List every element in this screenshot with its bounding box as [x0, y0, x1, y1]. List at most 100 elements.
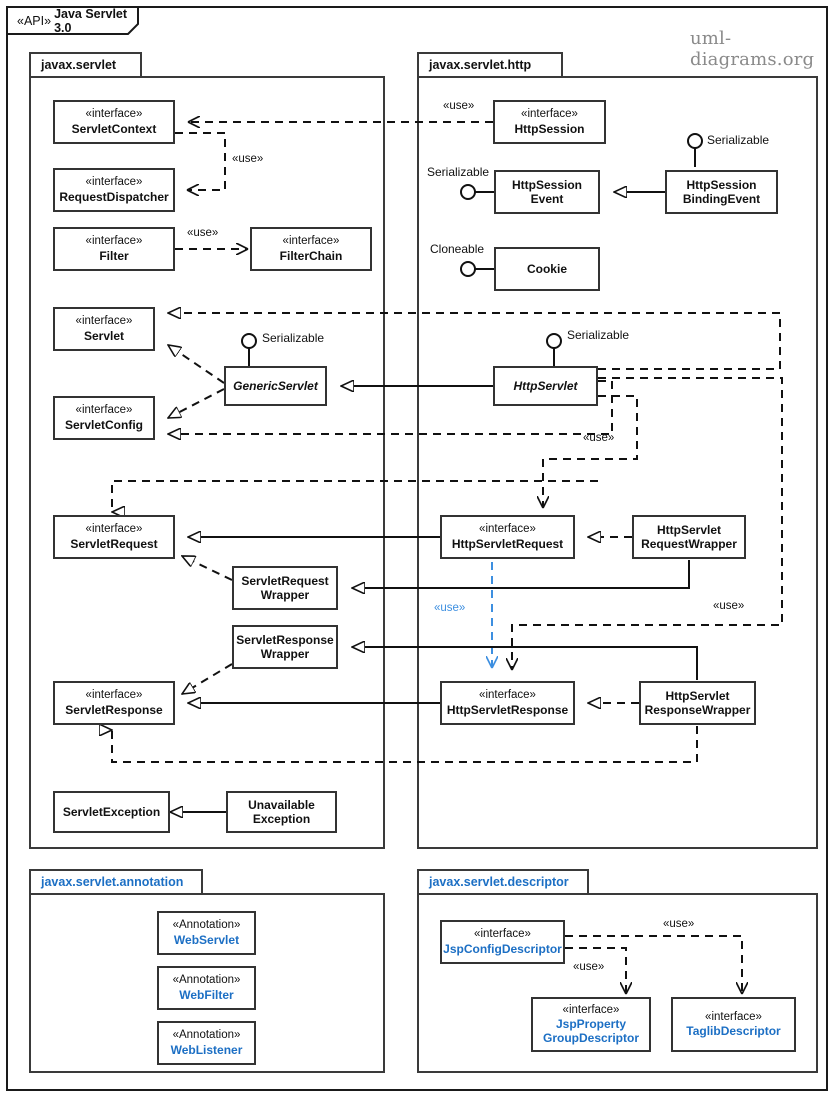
class-name: HttpServletRequest — [451, 536, 564, 551]
class-stereotype: «Annotation» — [172, 919, 241, 932]
package-tab-javax-servlet-http: javax.servlet.http — [417, 52, 563, 78]
label-serializable-http-session-event: Serializable — [427, 165, 490, 179]
class-servlet-context[interactable]: «interface» ServletContext — [53, 100, 175, 144]
package-label-javax-servlet-http: javax.servlet.http — [429, 58, 532, 72]
class-name-line2: GroupDescriptor — [542, 1031, 639, 1046]
class-http-servlet[interactable]: HttpServlet — [493, 366, 598, 406]
label-serializable-http-servlet: Serializable — [567, 328, 630, 342]
label-use-filter-filterchain: «use» — [187, 227, 219, 239]
class-name-line1: HttpServlet — [656, 522, 721, 537]
class-name: ServletConfig — [64, 417, 143, 432]
class-name: WebServlet — [173, 932, 240, 947]
api-frame-tab: «API» Java Servlet 3.0 — [6, 6, 138, 35]
class-name-line2: RequestWrapper — [641, 537, 737, 551]
class-name-line1: HttpSession — [511, 177, 582, 192]
class-stereotype: «interface» — [705, 1010, 762, 1023]
label-use-http-servlet-http-servlet-response: «use» — [713, 600, 745, 612]
class-name: Filter — [99, 248, 129, 263]
api-frame-stereotype: «API» — [17, 14, 52, 28]
class-stereotype: «interface» — [85, 235, 143, 248]
class-name-line1: Unavailable — [248, 797, 315, 812]
class-name-line1: HttpServlet — [665, 688, 730, 703]
class-name: FilterChain — [279, 248, 343, 263]
class-name: HttpSession — [514, 121, 585, 136]
label-serializable-generic-servlet: Serializable — [262, 331, 325, 345]
class-stereotype: «interface» — [85, 176, 143, 189]
class-http-servlet-response[interactable]: «interface» HttpServletResponse — [440, 681, 575, 725]
class-name: Cookie — [526, 261, 567, 276]
class-servlet-config[interactable]: «interface» ServletConfig — [53, 396, 155, 440]
package-tab-javax-servlet-annotation: javax.servlet.annotation — [29, 869, 203, 895]
class-name-line1: JspProperty — [555, 1017, 627, 1032]
class-jsp-config-descriptor[interactable]: «interface» JspConfigDescriptor — [440, 920, 565, 964]
class-web-filter[interactable]: «Annotation» WebFilter — [157, 966, 256, 1010]
class-stereotype: «interface» — [479, 523, 536, 536]
class-stereotype: «Annotation» — [172, 974, 241, 987]
package-body-javax-servlet-annotation — [29, 893, 385, 1073]
package-tab-javax-servlet-descriptor: javax.servlet.descriptor — [417, 869, 589, 895]
class-servlet-response-wrapper[interactable]: ServletResponse Wrapper — [232, 625, 338, 669]
class-unavailable-exception[interactable]: Unavailable Exception — [226, 791, 337, 833]
label-use-http-servlet-request-http-servlet-response: «use» — [434, 602, 466, 614]
package-body-javax-servlet — [29, 76, 385, 849]
label-cloneable-cookie: Cloneable — [430, 242, 485, 256]
class-http-servlet-request[interactable]: «interface» HttpServletRequest — [440, 515, 575, 559]
class-stereotype: «interface» — [479, 689, 536, 702]
class-stereotype: «interface» — [85, 689, 143, 702]
class-filter[interactable]: «interface» Filter — [53, 227, 175, 271]
class-servlet-exception[interactable]: ServletException — [53, 791, 170, 833]
class-name-line2: Exception — [252, 812, 311, 826]
api-frame-body — [6, 6, 828, 1091]
class-http-servlet-response-wrapper[interactable]: HttpServlet ResponseWrapper — [639, 681, 756, 725]
class-name: WebFilter — [179, 987, 234, 1002]
class-http-session[interactable]: «interface» HttpSession — [493, 100, 606, 144]
class-http-session-binding-event[interactable]: HttpSession BindingEvent — [665, 170, 778, 214]
api-frame-name: Java Servlet 3.0 — [54, 7, 128, 35]
class-filter-chain[interactable]: «interface» FilterChain — [250, 227, 372, 271]
class-stereotype: «interface» — [562, 1003, 620, 1016]
class-name: HttpServlet — [513, 378, 578, 393]
class-http-session-event[interactable]: HttpSession Event — [494, 170, 600, 214]
label-use-http-servlet-http-servlet-request: «use» — [583, 432, 615, 444]
class-name-line1: ServletRequest — [241, 573, 329, 588]
class-name-line2: Wrapper — [260, 647, 310, 661]
class-generic-servlet[interactable]: GenericServlet — [224, 366, 327, 406]
class-name-line1: HttpSession — [686, 177, 757, 192]
class-http-servlet-request-wrapper[interactable]: HttpServlet RequestWrapper — [632, 515, 746, 559]
label-use-servlet-context-request-dispatcher: «use» — [232, 153, 264, 165]
class-stereotype: «interface» — [85, 108, 143, 121]
class-cookie[interactable]: Cookie — [494, 247, 600, 291]
class-web-servlet[interactable]: «Annotation» WebServlet — [157, 911, 256, 955]
class-taglib-descriptor[interactable]: «interface» TaglibDescriptor — [671, 997, 796, 1052]
class-name-line2: Event — [530, 192, 564, 206]
class-jsp-property-group-descriptor[interactable]: «interface» JspProperty GroupDescriptor — [531, 997, 651, 1052]
package-label-javax-servlet-descriptor: javax.servlet.descriptor — [429, 875, 569, 889]
class-servlet-request-wrapper[interactable]: ServletRequest Wrapper — [232, 566, 338, 610]
class-stereotype: «interface» — [75, 404, 133, 417]
package-label-javax-servlet: javax.servlet — [41, 58, 117, 72]
class-servlet-response[interactable]: «interface» ServletResponse — [53, 681, 175, 725]
class-servlet[interactable]: «interface» Servlet — [53, 307, 155, 351]
class-name: ServletException — [62, 804, 161, 819]
class-servlet-request[interactable]: «interface» ServletRequest — [53, 515, 175, 559]
class-name: JspConfigDescriptor — [443, 941, 562, 956]
class-name: TaglibDescriptor — [686, 1024, 781, 1039]
class-name-line2: ResponseWrapper — [644, 703, 751, 717]
class-stereotype: «interface» — [75, 315, 133, 328]
class-request-dispatcher[interactable]: «interface» RequestDispatcher — [53, 168, 175, 212]
class-name-line2: BindingEvent — [682, 192, 761, 206]
class-name: HttpServletResponse — [446, 702, 569, 717]
class-name: Servlet — [83, 328, 125, 343]
class-stereotype: «interface» — [85, 523, 143, 536]
class-name: WebListener — [170, 1042, 243, 1057]
class-stereotype: «interface» — [521, 108, 578, 121]
class-web-listener[interactable]: «Annotation» WebListener — [157, 1021, 256, 1065]
class-name: ServletContext — [71, 121, 157, 136]
class-name: RequestDispatcher — [59, 189, 169, 204]
watermark: uml-diagrams.org — [690, 28, 815, 70]
class-stereotype: «Annotation» — [172, 1029, 241, 1042]
label-use-jsp-config-group-descriptor: «use» — [573, 961, 605, 973]
class-name: ServletRequest — [70, 536, 158, 551]
package-label-javax-servlet-annotation: javax.servlet.annotation — [41, 875, 184, 889]
